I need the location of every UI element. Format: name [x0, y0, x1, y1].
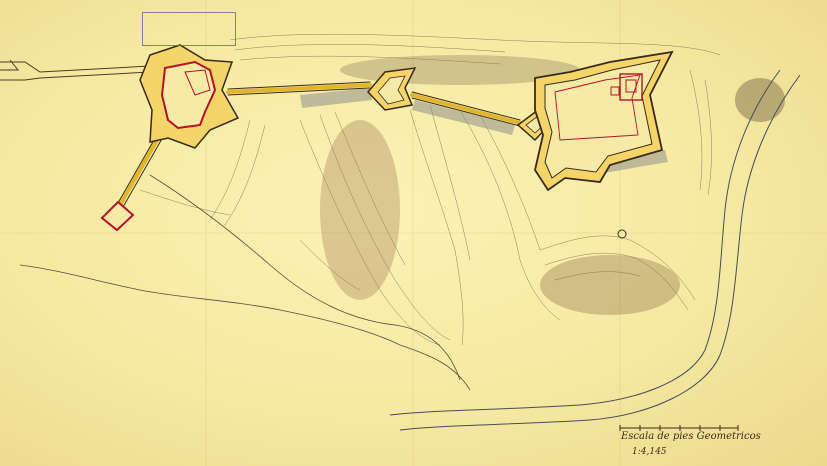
entry-road	[0, 59, 151, 81]
southwest-redoubt	[100, 200, 135, 232]
archive-stamp	[142, 12, 236, 46]
terrain-shading	[320, 55, 785, 315]
east-fortress	[534, 50, 674, 192]
stream-lines	[19, 174, 471, 391]
scale-title: Escala de pies Geometricos	[621, 431, 761, 442]
scale-note: 1:4,145	[632, 447, 667, 457]
terrain-hatching	[139, 33, 721, 346]
central-redoubt	[366, 67, 417, 111]
scale-bar	[619, 425, 739, 431]
hilltop-marker	[617, 229, 627, 239]
west-fort	[139, 44, 240, 149]
covered-ways	[117, 81, 522, 208]
river	[389, 69, 801, 431]
